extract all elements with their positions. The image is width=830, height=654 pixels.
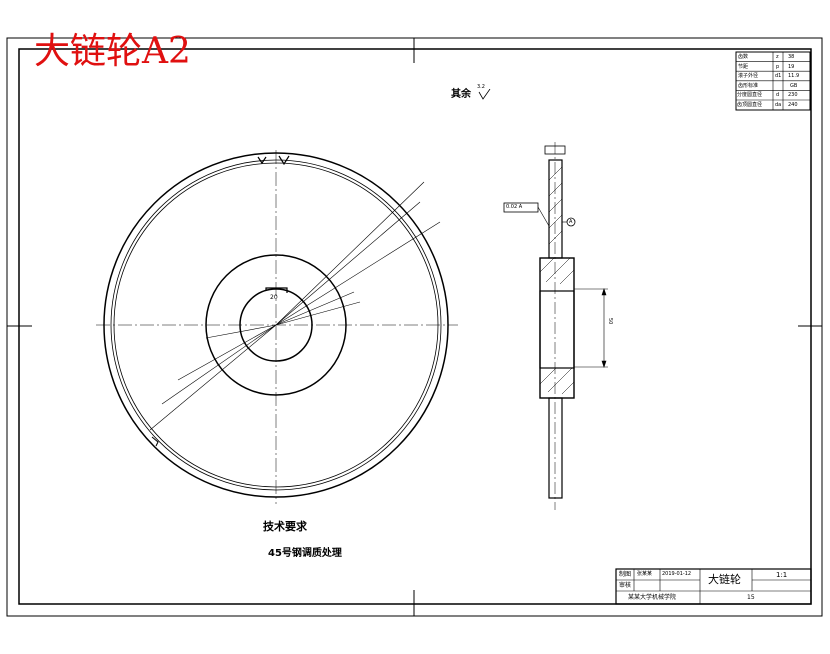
param-label: 滚子外径 [738,73,759,80]
tb-school: 某某大学机械学院 [628,594,677,601]
tb-drawn-label: 制图 [619,571,632,578]
surface-roughness-value: 3.2 [477,84,485,90]
hub-height-dim [574,288,608,368]
param-value: 230 [788,92,798,99]
param-symbol: da [775,102,782,108]
rim-section [548,159,563,259]
dim-bore-width: 20 [270,294,278,301]
param-value: 38 [788,54,795,60]
sprocket-front-view [96,150,458,504]
sprocket-section-view [503,142,608,510]
tb-scale: 1:1 [776,571,788,579]
title-block [615,568,812,605]
section-top [544,145,566,155]
param-value: 19 [788,63,795,70]
section-hatching [539,166,575,395]
tech-requirements-item: 45号钢调质处理 [268,548,342,559]
tolerance-frame-text: 0.02 A [506,204,523,210]
inner-frame [18,48,812,605]
tb-drawn-name: 张某某 [637,571,653,577]
tb-drawing-no: 15 [747,594,755,601]
dim-hub-height: 50 [607,318,613,325]
surface-note: 其余 [451,89,471,100]
param-label: 齿数 [738,54,749,60]
param-symbol: d [776,92,780,99]
bore-section [539,290,575,369]
tech-requirements-heading: 技术要求 [263,520,307,533]
centering-marks [7,38,822,616]
param-label: 齿顶圆直径 [737,102,763,108]
param-value: 240 [788,102,798,108]
params-table [735,51,811,111]
param-value: GB [790,82,798,89]
outer-frame [6,37,823,617]
param-value: 11.9 [788,73,800,80]
leader-lines [149,181,441,431]
param-symbol: z [776,54,779,60]
param-symbol: d1 [775,73,782,80]
datum-label: A [569,219,573,225]
drawing-title: 大链轮A2 [34,31,191,72]
param-label: 节距 [738,63,749,70]
tooth-notch [257,155,290,166]
keyway [265,287,288,293]
tb-drawn-date: 2019-01-12 [662,571,692,577]
param-label: 齿形标准 [738,82,759,89]
tb-check-label: 审核 [619,582,632,589]
tooth-notch-lower [151,436,159,447]
param-label: 分度圆直径 [737,92,763,99]
param-symbol: p [776,63,780,70]
hub-section [539,257,575,399]
lower-web [548,397,563,499]
roughness-symbol-icon [478,89,491,100]
tb-part-name: 大链轮 [708,573,741,586]
